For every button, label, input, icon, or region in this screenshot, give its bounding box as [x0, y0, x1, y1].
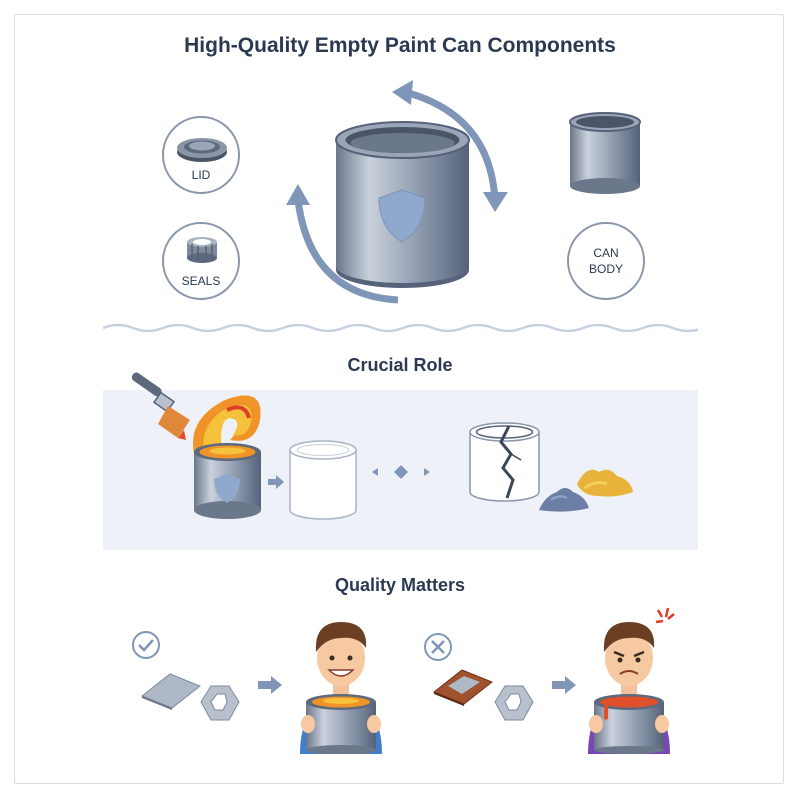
metal-ring-icon [200, 685, 240, 721]
angry-person-icon [588, 607, 675, 754]
metal-sheet-icon [141, 673, 201, 710]
metal-ring-icon [494, 685, 534, 721]
seals-circle: SEALS [162, 222, 240, 300]
section-title-quality-matters: Quality Matters [334, 575, 466, 595]
large-paint-can-icon [335, 121, 470, 288]
seals-icon [187, 237, 217, 263]
seals-label: SEALS [181, 274, 221, 288]
cross-icon [424, 633, 452, 661]
paint-brush-icon [131, 372, 190, 440]
cracked-can-icon [469, 422, 540, 502]
can-body-label-line2: BODY [588, 262, 623, 276]
arrow-right-icon [268, 475, 284, 489]
section-title-crucial-role: Crucial Role [347, 355, 453, 375]
arrow-right-icon [258, 676, 282, 694]
lid-icon [177, 138, 227, 162]
check-icon [132, 631, 160, 659]
lid-label: LID [191, 168, 211, 182]
wavy-divider [103, 323, 698, 333]
filled-paint-can-icon [194, 443, 261, 519]
can-body-icon [569, 112, 641, 194]
arrow-right-icon [552, 676, 576, 694]
cycle-arrows [286, 80, 508, 304]
outline-can-icon [289, 440, 357, 520]
happy-person-icon [300, 622, 382, 754]
page-title: High-Quality Empty Paint Can Components [184, 34, 616, 57]
can-body-circle: CAN BODY [567, 222, 645, 300]
spilled-paint-icon [539, 469, 633, 512]
can-body-label-line1: CAN [593, 246, 619, 260]
outer-frame [14, 14, 784, 784]
diamond-connector-icon [372, 465, 430, 479]
rusty-sheet-icon [433, 669, 493, 706]
lid-circle: LID [162, 116, 240, 194]
